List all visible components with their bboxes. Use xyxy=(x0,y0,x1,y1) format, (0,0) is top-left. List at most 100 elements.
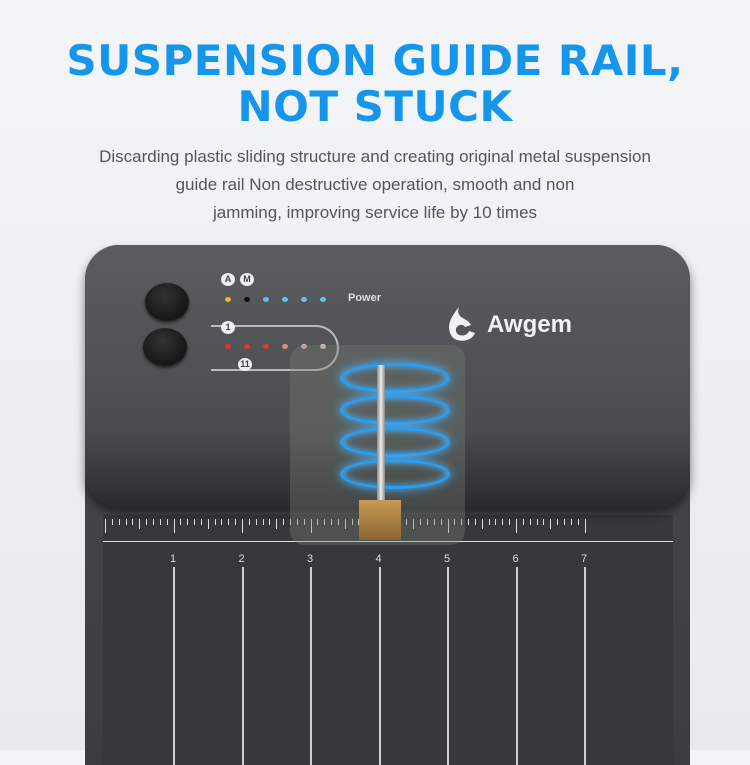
ruler-tick xyxy=(577,519,579,525)
ruler-tick xyxy=(296,519,298,525)
ruler-tick xyxy=(351,519,353,525)
ruler-tick xyxy=(550,519,552,529)
ruler-tick xyxy=(420,519,422,525)
ruler-tick xyxy=(543,519,545,525)
flame-logo-icon xyxy=(449,307,475,341)
ruler-tick xyxy=(303,519,305,525)
ruler-tick xyxy=(344,519,346,529)
description-line: jamming, improving service life by 10 ti… xyxy=(212,203,538,222)
headline-line-1: SUSPENSION GUIDE RAIL, xyxy=(66,36,684,85)
ruler-tick xyxy=(433,519,435,525)
headline-line-2: NOT STUCK xyxy=(237,82,513,131)
ruler-tick xyxy=(474,519,476,525)
ruler-number: 7 xyxy=(581,553,588,565)
ruler-tick xyxy=(584,519,586,533)
ruler-tick xyxy=(481,519,483,529)
ruler-number: 5 xyxy=(444,553,451,565)
power-led xyxy=(320,297,326,302)
ruler-tick xyxy=(557,519,559,525)
ruler-tick xyxy=(406,519,408,525)
cycle-arrow-icon xyxy=(211,325,339,371)
ruler-tick xyxy=(331,519,333,525)
ruler-tick xyxy=(413,519,415,529)
speed-led xyxy=(282,344,288,349)
glow-ring xyxy=(340,395,450,425)
ruler-tick xyxy=(461,519,463,525)
headline: SUSPENSION GUIDE RAIL, NOT STUCK xyxy=(0,38,750,130)
ruler-number: 6 xyxy=(512,553,519,565)
ruler-tick xyxy=(194,519,196,525)
ruler-tick xyxy=(276,519,278,529)
ruler-tick xyxy=(468,519,470,525)
speed-led xyxy=(225,344,231,349)
ruler-tick xyxy=(337,519,339,525)
ruler-number: 1 xyxy=(170,553,177,565)
ruler-tick xyxy=(235,519,237,525)
guide-line xyxy=(310,567,312,765)
ruler-tick xyxy=(111,519,113,525)
ruler-tick xyxy=(214,519,216,525)
power-led xyxy=(301,297,307,302)
brand-logo: Awgem xyxy=(445,305,572,345)
description-line: Discarding plastic sliding structure and… xyxy=(99,147,651,166)
ruler-tick xyxy=(426,519,428,525)
description-line: guide rail Non destructive operation, sm… xyxy=(175,175,575,194)
ruler-tick xyxy=(105,519,106,533)
ruler-tick xyxy=(440,519,442,525)
guide-line xyxy=(378,567,381,765)
ruler-tick xyxy=(173,519,175,533)
ruler-tick xyxy=(146,519,148,525)
speed-led xyxy=(320,344,326,349)
ruler-tick xyxy=(570,519,572,525)
guide-line xyxy=(584,567,586,765)
guide-line xyxy=(447,567,449,765)
power-label: Power xyxy=(348,292,382,304)
speed-led xyxy=(263,344,269,349)
power-led xyxy=(263,297,269,302)
ruler-tick xyxy=(529,519,531,525)
ruler-tick xyxy=(454,519,456,525)
ruler-tick xyxy=(180,519,182,525)
description: Discarding plastic sliding structure and… xyxy=(40,143,710,227)
ruler-tick xyxy=(269,519,271,525)
ruler-tick xyxy=(358,519,360,525)
ruler-tick xyxy=(289,519,291,525)
ruler-tick xyxy=(166,519,168,525)
glow-ring xyxy=(340,459,450,489)
control-panel: A M Power 1 11 Awgem xyxy=(85,245,690,545)
metal-guide-rail xyxy=(377,365,385,505)
mode-badge-m: M xyxy=(240,273,254,286)
mode-button[interactable] xyxy=(145,283,189,321)
ruler-tick xyxy=(118,519,120,525)
ruler-tick xyxy=(283,519,285,525)
ruler-tick xyxy=(139,519,141,529)
ruler-tick xyxy=(200,519,202,525)
ruler-tick xyxy=(502,519,504,525)
ruler-tick xyxy=(495,519,497,525)
ruler-line xyxy=(103,541,673,542)
ruler-tick xyxy=(262,519,264,525)
power-led xyxy=(282,297,288,302)
ruler-tick xyxy=(159,519,161,525)
ruler-number: 3 xyxy=(307,553,314,565)
ruler-tick xyxy=(447,519,449,533)
guide-line xyxy=(173,567,175,765)
speed-button[interactable] xyxy=(143,328,187,366)
power-led xyxy=(225,297,231,302)
ruler-tick xyxy=(207,519,209,529)
ruler-tick xyxy=(324,519,326,525)
ruler-tick xyxy=(563,519,565,525)
brand-name: Awgem xyxy=(487,311,572,338)
glow-ring xyxy=(340,427,450,457)
ruler-tick xyxy=(132,519,134,525)
ruler-tick xyxy=(242,519,243,533)
ruler-tick xyxy=(516,519,517,533)
ruler-tick xyxy=(187,519,189,525)
ruler-tick xyxy=(152,519,154,525)
ruler-tick xyxy=(255,519,257,525)
ruler-tick xyxy=(221,519,223,525)
power-led xyxy=(244,297,250,302)
mode-badge-a: A xyxy=(221,273,235,286)
